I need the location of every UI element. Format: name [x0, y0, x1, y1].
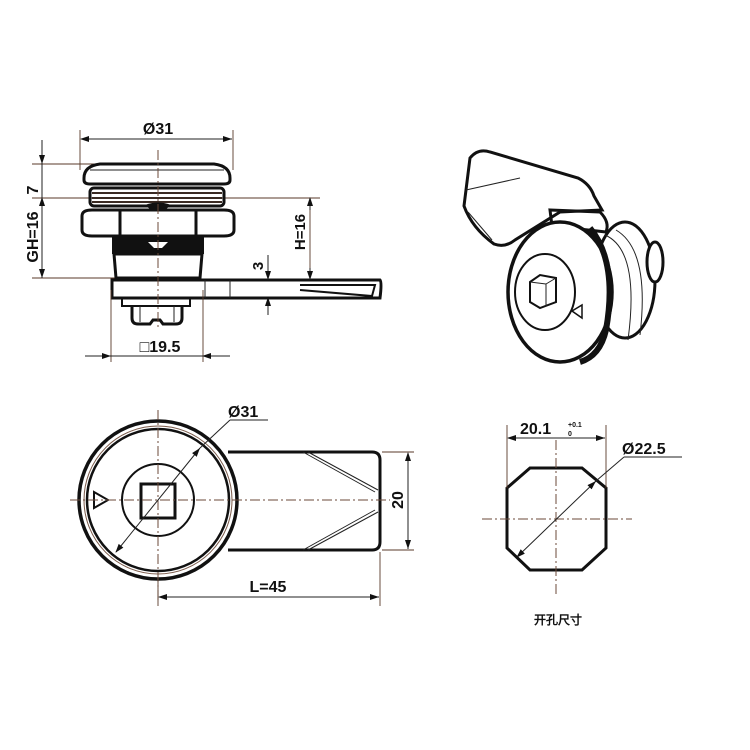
- gh-label: GH=16: [25, 211, 42, 262]
- length-label: L=45: [250, 579, 287, 596]
- h-label: H=16: [292, 214, 309, 250]
- height-7-label: 7: [25, 185, 42, 194]
- cutout-view: 20.1 +0.1 0 Ø22.5 开孔尺寸: [482, 421, 682, 627]
- front-diameter-label: Ø31: [228, 404, 258, 421]
- isometric-view: [462, 149, 665, 365]
- thickness-label: 3: [250, 262, 267, 270]
- cutout-diameter-label: Ø22.5: [622, 441, 666, 458]
- side-view: Ø31 7 GH=16: [25, 121, 383, 362]
- front-view: Ø31 20 L=45: [70, 404, 414, 606]
- square-size-label: □19.5: [140, 339, 181, 356]
- side-diameter-label: Ø31: [143, 121, 173, 138]
- width-20-label: 20: [390, 491, 407, 509]
- tolerance-upper: +0.1: [568, 422, 582, 429]
- cutout-width-label: 20.1: [520, 421, 551, 438]
- tolerance-lower: 0: [568, 431, 572, 438]
- cutout-caption: 开孔尺寸: [534, 612, 582, 627]
- triangle-indicator-icon: [570, 303, 583, 320]
